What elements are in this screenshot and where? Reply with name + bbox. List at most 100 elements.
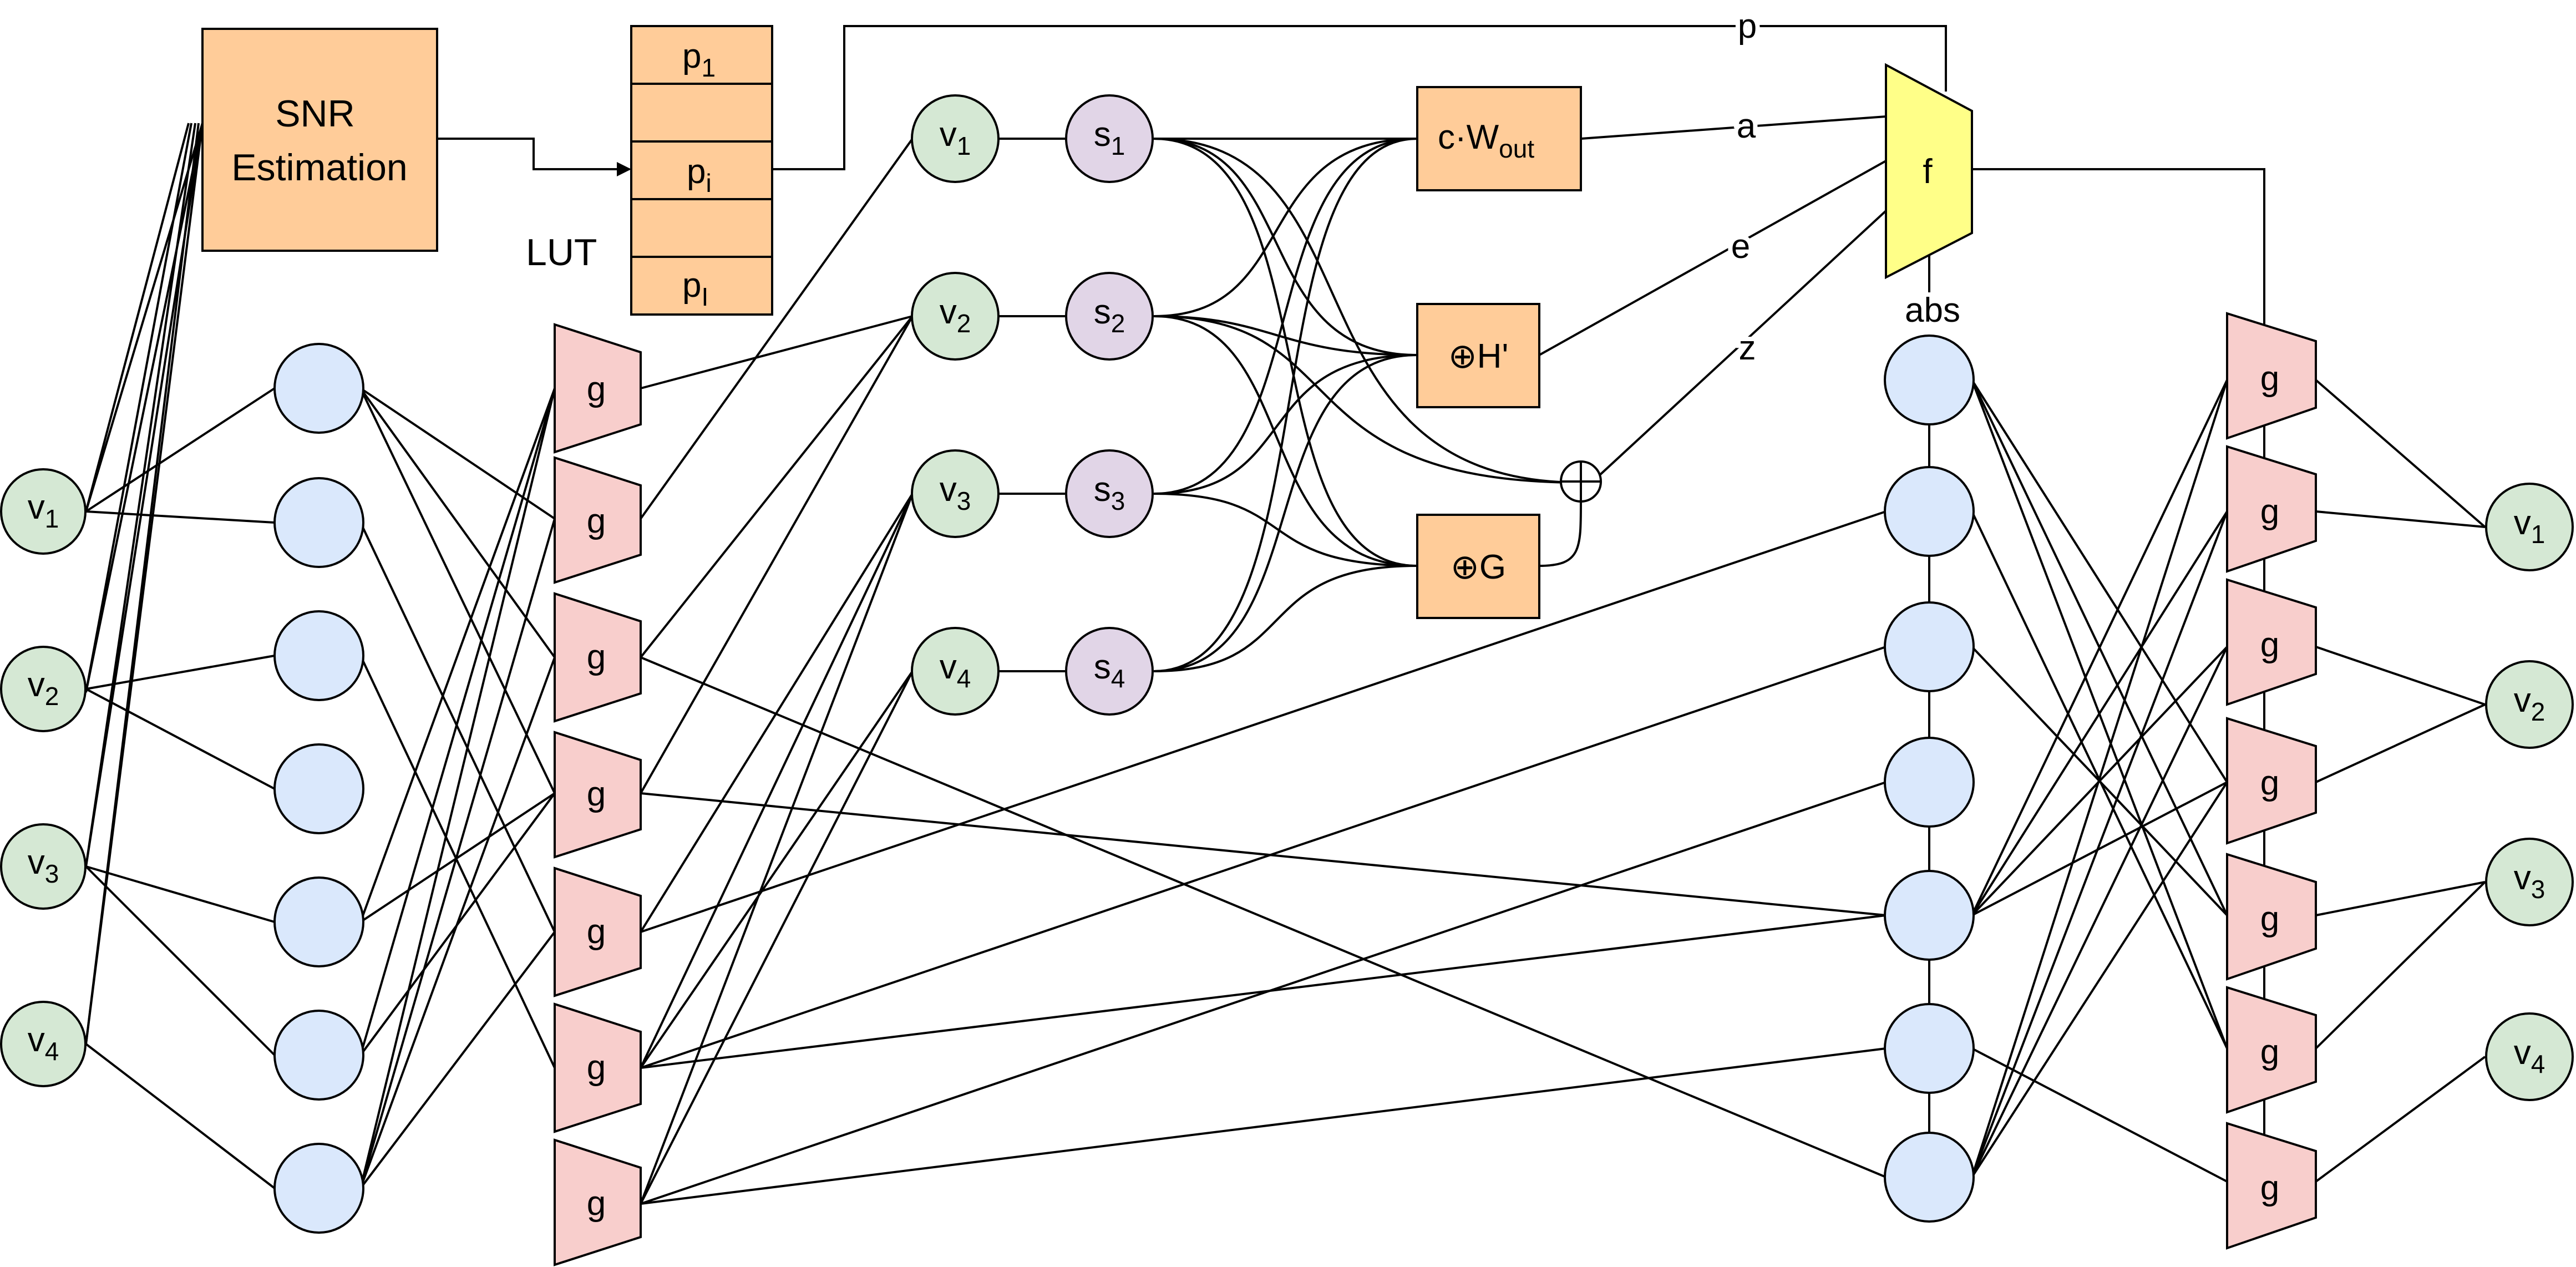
wire [85, 865, 276, 1056]
wire [1971, 781, 2228, 1178]
wire [359, 518, 556, 1189]
wire [1153, 138, 1418, 672]
g-block: g [554, 323, 642, 454]
wire [640, 315, 914, 658]
g-blocks-left: g g g g g g g [554, 323, 642, 1266]
g-blocks-right: g g g g g g g [2226, 312, 2317, 1250]
mid-v-nodes: v1 v2 v3 v4 [911, 94, 1000, 716]
svg-text:g: g [2260, 493, 2279, 531]
wire [640, 315, 913, 389]
wire [640, 781, 1887, 1205]
wire [640, 914, 1887, 1069]
g-block: g [2226, 578, 2317, 706]
lut-cell-5: pI [682, 266, 708, 311]
svg-text:g: g [2260, 1169, 2279, 1207]
wire [640, 646, 1887, 1069]
wire [85, 123, 190, 512]
wire [359, 388, 556, 1189]
wire [85, 688, 275, 790]
wire-label-z: z [1739, 329, 1756, 367]
svg-text:g: g [587, 913, 606, 951]
wire-labels: p a e z abs [1727, 3, 1965, 372]
g-block: g [554, 592, 642, 723]
wire [640, 510, 1887, 933]
output-node: v2 [2485, 660, 2574, 749]
output-nodes: v1 v2 v3 v4 [2485, 483, 2574, 1101]
lut-cell-3: pi [687, 153, 712, 197]
hidden-node [1884, 466, 1975, 557]
wire [640, 138, 914, 520]
wire [1153, 138, 1418, 567]
input-node: v4 [0, 1001, 87, 1087]
svg-text:g: g [2260, 764, 2279, 802]
wire [1153, 493, 1418, 567]
svg-text:g: g [2260, 626, 2279, 664]
input-node: v3 [0, 823, 87, 910]
svg-text:c·Wout: c·Wout [1438, 118, 1534, 163]
svg-text:s3: s3 [1094, 470, 1125, 515]
svg-text:g: g [587, 775, 606, 813]
wire [85, 123, 204, 693]
wire [359, 388, 556, 923]
svg-text:v2: v2 [940, 293, 971, 338]
svg-text:⊕G: ⊕G [1451, 548, 1506, 586]
g-block: g [554, 456, 642, 584]
g-block: g [2226, 1122, 2317, 1250]
svg-text:s4: s4 [1094, 648, 1125, 693]
wire [1971, 781, 2228, 916]
wire [1580, 115, 1887, 140]
svg-text:s1: s1 [1094, 115, 1125, 160]
mid-s-node: s2 [1065, 272, 1154, 361]
wire [1971, 511, 2228, 1178]
svg-text:v1: v1 [28, 488, 59, 533]
wire [1153, 354, 1418, 495]
svg-text:v3: v3 [2514, 859, 2545, 904]
mid-v-node: v1 [911, 94, 1000, 183]
wire [640, 493, 914, 1068]
wire [2315, 1056, 2486, 1183]
wire [85, 387, 276, 513]
wire [2315, 881, 2486, 1050]
svg-text:v4: v4 [940, 648, 971, 693]
wire [359, 931, 556, 1189]
svg-text:g: g [587, 370, 606, 408]
wire [1539, 160, 1887, 356]
hidden-nodes-right [1884, 335, 1975, 1223]
g-block: g [554, 866, 642, 997]
wire [85, 123, 192, 693]
wire [1153, 354, 1418, 672]
hidden-node [1884, 1003, 1975, 1094]
mid-s-node: s1 [1065, 94, 1154, 183]
g-block: g [2226, 445, 2317, 573]
wire [1153, 138, 1418, 317]
wire [2315, 379, 2486, 528]
g-block: g [554, 1002, 642, 1133]
hidden-node [1884, 335, 1975, 425]
mid-v-node: v3 [911, 449, 1000, 538]
wire [1539, 501, 1582, 567]
g-op-box: ⊕G [1416, 514, 1540, 619]
hidden-node [273, 610, 364, 701]
hidden-node [273, 876, 364, 967]
h-prime-box: ⊕H' [1416, 303, 1540, 408]
mid-s-node: s4 [1065, 627, 1154, 716]
wire [640, 493, 914, 1204]
svg-text:f: f [1923, 153, 1933, 191]
g-block: g [2226, 986, 2317, 1114]
g-block: g [2226, 312, 2317, 440]
wire [85, 123, 196, 867]
snr-estimation-box: SNR Estimation [201, 28, 438, 252]
svg-text:v1: v1 [940, 115, 971, 160]
mid-v-node: v4 [911, 627, 1000, 716]
svg-text:g: g [2260, 900, 2279, 938]
snr-label-line1: SNR [275, 93, 355, 135]
wire [85, 655, 275, 690]
wire [772, 25, 1947, 170]
wire [85, 510, 275, 524]
hidden-node [273, 1010, 364, 1101]
wire [1596, 210, 1887, 478]
svg-text:s2: s2 [1094, 293, 1125, 338]
mid-s-nodes: s1 s2 s3 s4 [1065, 94, 1154, 716]
wire [85, 123, 200, 1045]
